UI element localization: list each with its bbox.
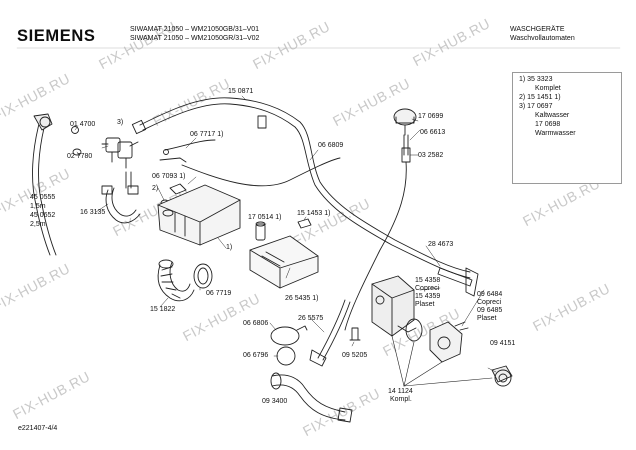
part-label: 06 6796	[243, 352, 269, 359]
footer-code: e221407-4/4	[18, 425, 58, 432]
part-label: 26 5575	[298, 315, 324, 322]
part-label: 45 0652	[30, 212, 56, 219]
part-label: 28 4673	[428, 241, 454, 248]
part-label: 09 3400	[262, 398, 288, 405]
bellows-15-1822	[157, 259, 195, 302]
part-label: 15 0871	[228, 88, 254, 95]
part-label: 15 4359	[415, 293, 441, 300]
part-label: 09 4151	[490, 340, 516, 347]
hose-16-3135	[101, 171, 141, 224]
part-label: Plaset	[477, 315, 497, 322]
legend-line: Kaltwasser	[535, 112, 570, 119]
oring-pump	[405, 318, 423, 342]
drawer-26-5435	[249, 235, 319, 289]
leader-lines	[74, 95, 497, 373]
category-2: Waschvollautomaten	[510, 35, 575, 42]
part-label: 45 0555	[30, 194, 56, 201]
part-label: 01 4700	[70, 121, 96, 128]
part-label: Kompl.	[390, 396, 412, 403]
plug-09-5205	[349, 327, 361, 341]
part-label: 06 6806	[243, 320, 269, 327]
part-label: Plaset	[415, 301, 435, 308]
wire-06-7717	[159, 139, 216, 163]
drain-pump-15-4358	[371, 275, 417, 337]
part-label: 02 7780	[67, 153, 93, 160]
filter-09-4151	[491, 365, 513, 387]
part-label: 03 2582	[418, 152, 444, 159]
detergent-housing	[157, 184, 241, 246]
part-label: 06 6809	[318, 142, 344, 149]
legend-line: 1) 35 3323	[519, 76, 553, 83]
ring-06-6796	[276, 346, 296, 366]
part-label: 14 1124	[388, 388, 413, 395]
part-label: 17 0514 1)	[248, 214, 282, 221]
ring-06-7719	[193, 263, 213, 289]
legend-line: 17 0698	[535, 121, 561, 128]
hose-28-4673	[437, 267, 473, 287]
hose-26-5575	[309, 299, 351, 367]
category-1: WASCHGERÄTE	[510, 26, 565, 33]
clip-06-7093	[169, 183, 187, 195]
seal-01-4700	[71, 126, 79, 134]
legend-box: 1) 35 3323 Komplet 2) 15 1451 1) 3) 17 0…	[512, 72, 622, 184]
part-label: 1,5m	[30, 203, 46, 210]
clamp-06-6806	[270, 325, 308, 346]
part-label: 2)	[152, 185, 159, 192]
legend-line: Komplet	[535, 85, 561, 92]
part-label: 06 7719	[206, 290, 232, 297]
cap-17-0514	[255, 221, 266, 241]
drain-hose-09-3400	[270, 372, 353, 423]
part-label: 3)	[117, 119, 124, 126]
leader-lines-14-1124	[391, 335, 493, 387]
brand-logo: SIEMENS	[17, 27, 96, 45]
model-line-2: SIWAMAT 21050 – WM21050GR/31–V02	[130, 35, 260, 42]
part-label: 06 7093 1)	[152, 173, 186, 180]
seal-02-7780	[72, 148, 82, 156]
part-label: Copreci	[415, 285, 440, 292]
legend-line: 3) 17 0697	[519, 103, 553, 110]
part-label: 15 1822	[150, 306, 176, 313]
part-label: Copreci	[477, 299, 502, 306]
part-label: 2,5m	[30, 221, 46, 228]
solenoid-valves	[101, 137, 139, 169]
model-line-1: SIWAMAT 21050 – WM21050GB/31–V01	[130, 26, 260, 33]
pump-09-6484	[429, 321, 469, 363]
inlet-hose-45-0555	[32, 113, 57, 256]
part-label: 15 4358	[415, 277, 441, 284]
part-label: 09 6484	[477, 291, 503, 298]
part-label: 09 5205	[342, 352, 368, 359]
part-label: 26 5435 1)	[285, 295, 319, 302]
part-label: 16 3135	[80, 209, 106, 216]
pressure-switch-17-0699	[393, 108, 417, 136]
cable-06-6809	[181, 157, 341, 187]
legend-line: Warmwasser	[535, 130, 576, 137]
part-label: 1)	[226, 244, 233, 251]
part-label: 06 6613	[420, 129, 446, 136]
part-label: 15 1453 1)	[297, 210, 331, 217]
part-label: 06 7717 1)	[190, 131, 224, 138]
legend-line: 2) 15 1451 1)	[519, 94, 561, 101]
part-label: 09 6485	[477, 307, 503, 314]
hose-15-0871	[131, 97, 479, 297]
part-15-1453	[297, 218, 312, 229]
part-label: 17 0699	[418, 113, 444, 120]
